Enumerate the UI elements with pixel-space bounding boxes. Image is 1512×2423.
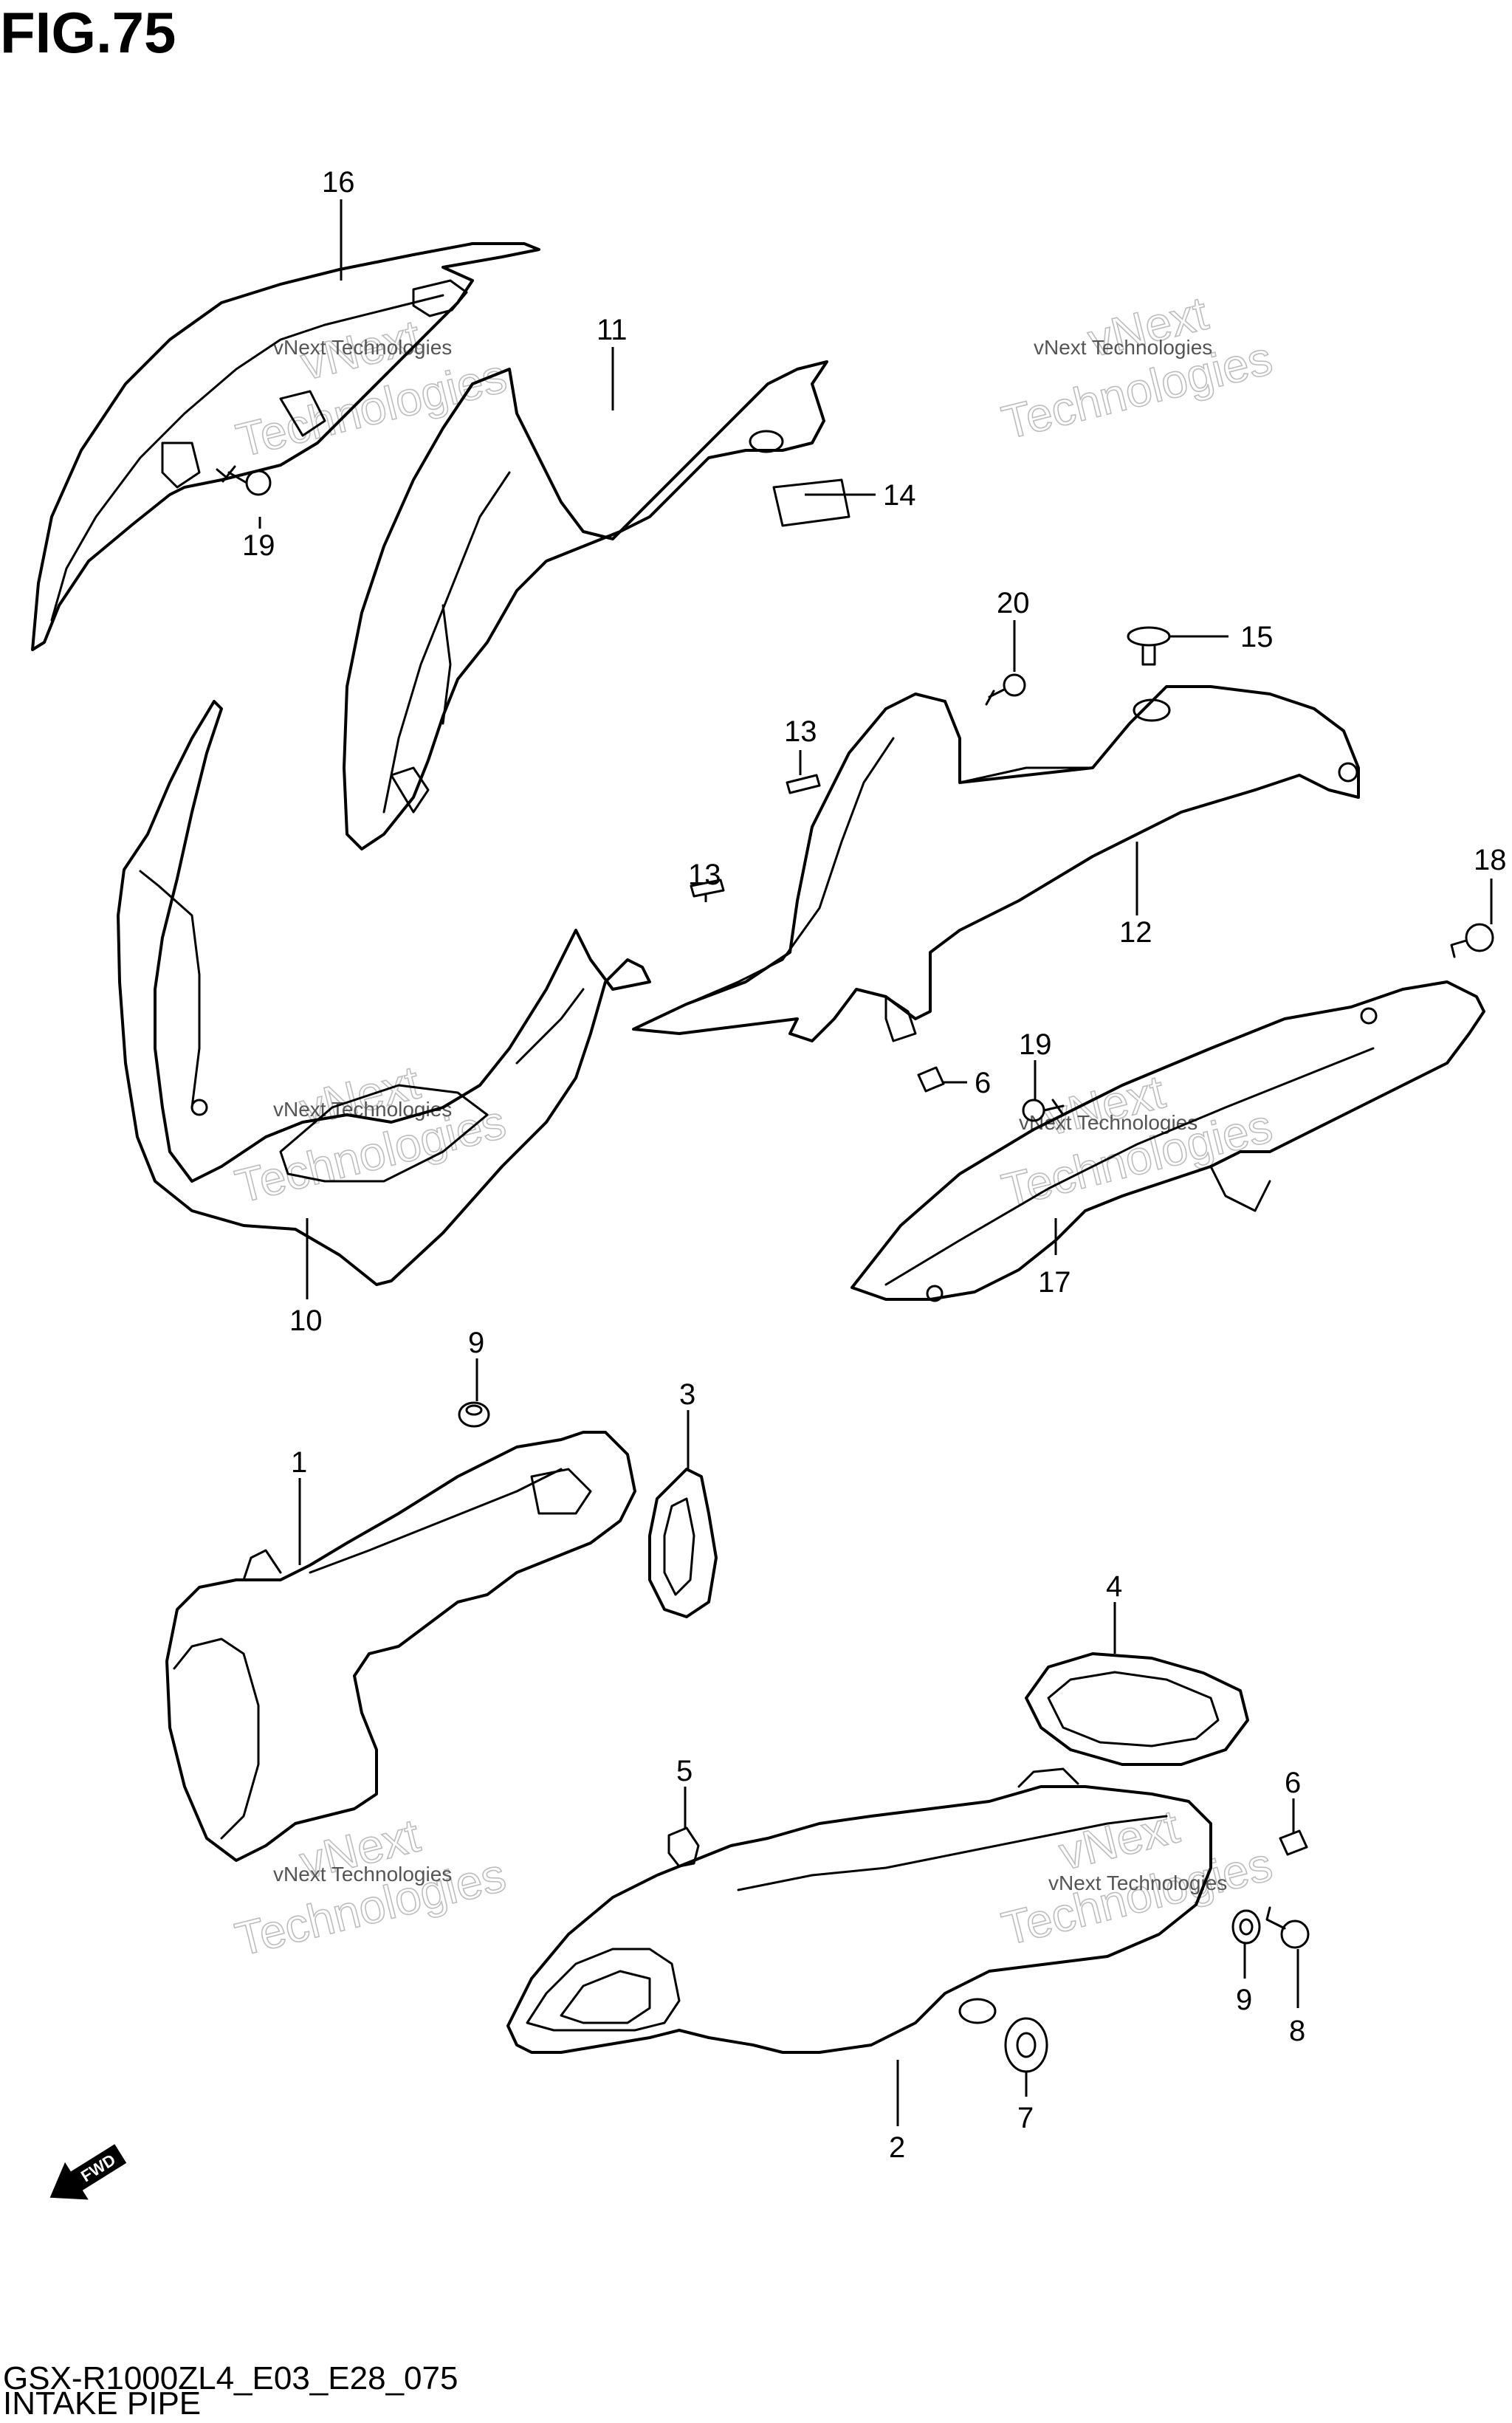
callout-numbers: 16 11 14 19 20 15 13 13 12 18 6 19 17 10… (242, 166, 1507, 2164)
part-4-gasket (1025, 1652, 1249, 1766)
figure-name: INTAKE PIPE (3, 2385, 202, 2422)
callout-8: 8 (1289, 2015, 1305, 2047)
part-12-center-cover (632, 685, 1360, 1042)
watermark-small: vNext Technologies (1034, 336, 1212, 359)
callout-14: 14 (883, 479, 916, 512)
callout-16: 16 (322, 166, 355, 199)
screw-20 (985, 673, 1026, 706)
clip-5 (667, 1826, 700, 1868)
callout-19: 19 (242, 529, 275, 562)
part-3-seal (648, 1468, 718, 1618)
callout-9-lower: 9 (1236, 1984, 1252, 2016)
watermark-small: vNext Technologies (273, 1863, 452, 1886)
figure-title: FIG.75 (0, 0, 176, 65)
callout-11: 11 (597, 314, 628, 346)
callout-3: 3 (679, 1378, 695, 1411)
callout-1: 1 (291, 1446, 307, 1479)
part-10-inner-cowl (117, 700, 651, 1286)
bolt-18 (1450, 923, 1494, 958)
figure-code: GSX-R1000ZL4_E03_E28_075 (3, 2360, 458, 2396)
part-16-upper-cover (31, 242, 540, 651)
nut-6-lower (1279, 1829, 1308, 1856)
callout-20: 20 (997, 587, 1030, 619)
callout-12: 12 (1119, 916, 1152, 949)
hardware (216, 465, 1494, 2073)
callout-9-upper: 9 (468, 1327, 484, 1359)
label-13-a (786, 774, 821, 794)
grommet-9-lower (1231, 1909, 1261, 1945)
grommet-9-upper (458, 1401, 490, 1428)
part-2-lower-intake (506, 1767, 1212, 2054)
nut-6-upper (917, 1066, 945, 1093)
part-11-side-duct (343, 360, 828, 850)
callout-4: 4 (1106, 1570, 1122, 1603)
cushion-7 (1004, 2017, 1048, 2073)
callout-6-upper: 6 (975, 1067, 991, 1099)
callout-19-middle: 19 (1019, 1028, 1052, 1061)
bolt-8 (1265, 1906, 1310, 1949)
callout-5: 5 (676, 1755, 693, 1787)
leader-lines (258, 199, 1493, 2126)
callout-13-a: 13 (784, 715, 817, 748)
label-13-b (690, 879, 725, 898)
callout-7: 7 (1017, 2102, 1034, 2134)
callout-17: 17 (1038, 1266, 1071, 1299)
watermark-small: vNext Technologies (273, 336, 452, 359)
callout-13-b: 13 (688, 859, 721, 891)
screw-19-middle (1022, 1099, 1065, 1122)
part-17-lower-cover (850, 980, 1485, 1302)
screw-19-upper (216, 465, 272, 496)
label-14 (772, 478, 850, 527)
callout-10: 10 (289, 1305, 323, 1337)
callout-6-lower: 6 (1285, 1767, 1301, 1799)
part-1-intake-pipe (165, 1431, 636, 1862)
watermark-small: vNext Technologies (1048, 1872, 1227, 1894)
rivet-15 (1127, 626, 1171, 666)
callout-2: 2 (889, 2131, 905, 2164)
callout-18: 18 (1474, 844, 1507, 876)
callout-15: 15 (1240, 621, 1274, 653)
fwd-arrow-icon: FWD (49, 2144, 127, 2200)
